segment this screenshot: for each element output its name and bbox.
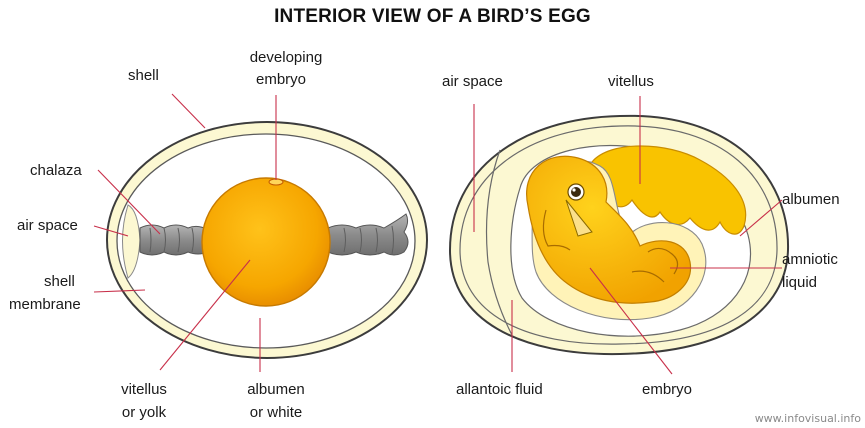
label-amniotic-2: liquid: [782, 273, 817, 292]
label-shell-membrane-1: shell: [44, 272, 75, 291]
label-vitellus-left-2: or yolk: [102, 403, 186, 422]
label-shell: shell: [128, 66, 159, 85]
label-embryo: embryo: [236, 70, 326, 89]
label-developing: developing: [236, 48, 336, 67]
label-vitellus-left-1: vitellus: [102, 380, 186, 399]
watermark: www.infovisual.info: [755, 412, 861, 425]
label-air-space-right: air space: [442, 72, 503, 91]
label-albumen-left-1: albumen: [232, 380, 320, 399]
label-chalaza: chalaza: [30, 161, 82, 180]
label-air-space-left: air space: [17, 216, 78, 235]
label-allantoic-fluid: allantoic fluid: [456, 380, 543, 399]
right-egg: [450, 96, 788, 374]
left-egg: [94, 94, 427, 372]
yolk: [202, 178, 330, 306]
label-albumen-left-2: or white: [232, 403, 320, 422]
label-shell-membrane-2: membrane: [9, 295, 81, 314]
label-embryo-right: embryo: [642, 380, 692, 399]
label-albumen-right: albumen: [782, 190, 840, 209]
label-amniotic-1: amniotic: [782, 250, 838, 269]
label-vitellus-right: vitellus: [608, 72, 654, 91]
